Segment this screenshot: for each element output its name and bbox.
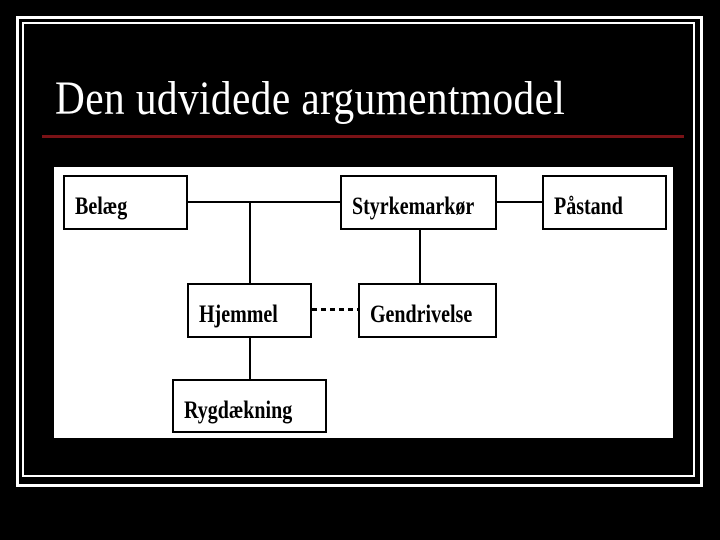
slide-title: Den udvidede argumentmodel [55,72,566,125]
connector-hjemmel-rygdaekning [249,338,251,379]
node-rygdaekning: Rygdækning [172,379,327,433]
node-gendrivelse: Gendrivelse [358,283,497,338]
node-styrkemarkoer-label: Styrkemarkør [352,193,475,220]
argument-model-diagram: Belæg Styrkemarkør Påstand Hjemmel Gendr… [54,167,673,438]
connector-styrkemarkoer-paastand [497,201,542,203]
node-belaeg: Belæg [63,175,188,230]
connector-styrkemarkoer-gendrivelse [419,230,421,283]
connector-hjemmel-gendrivelse-dashed [312,308,358,311]
node-styrkemarkoer: Styrkemarkør [340,175,497,230]
node-gendrivelse-label: Gendrivelse [370,301,473,328]
connector-belaeg-styrkemarkoer [188,201,340,203]
node-rygdaekning-label: Rygdækning [184,397,293,424]
node-paastand: Påstand [542,175,667,230]
slide-frame-inner [22,22,695,477]
slide-frame-outer [16,16,703,487]
node-hjemmel: Hjemmel [187,283,312,338]
title-underline-rule [42,135,684,138]
node-belaeg-label: Belæg [75,193,128,220]
node-hjemmel-label: Hjemmel [199,301,278,328]
connector-drop-to-hjemmel [249,201,251,283]
node-paastand-label: Påstand [554,193,623,220]
